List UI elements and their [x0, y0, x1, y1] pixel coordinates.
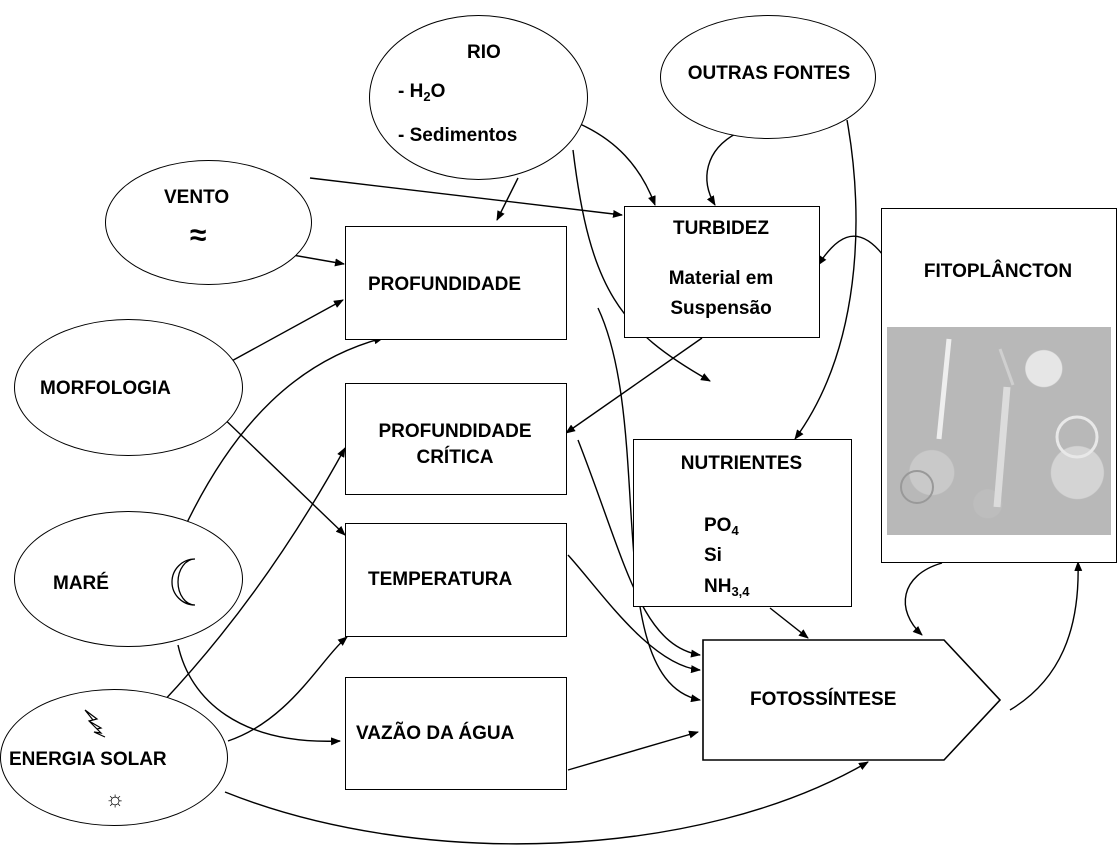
arrow-vento-profundidade: [286, 253, 345, 267]
vazao-title: VAZÃO DA ÁGUA: [356, 723, 515, 744]
wave-icon: ≈: [190, 219, 207, 252]
arrow-fito-fotossintese: [904, 562, 943, 636]
morfologia-node: MORFOLOGIA: [14, 319, 243, 456]
arrow-rio-turbidez: [579, 123, 656, 206]
arrow-morfologia-temperatura: [214, 409, 346, 536]
rio-sedimentos: - Sedimentos: [398, 125, 518, 146]
morfologia-title: MORFOLOGIA: [40, 378, 171, 399]
vento-node: VENTO ≈: [105, 160, 312, 285]
turbidez-title: TURBIDEZ: [672, 218, 770, 239]
arrow-energia-fotossintese: [224, 761, 869, 845]
sun-icon: ☼: [105, 786, 126, 811]
arrow-energia-critica: [161, 447, 346, 704]
turbidez-line1: Material em: [668, 268, 774, 289]
arrow-turbidez-critica: [565, 337, 703, 434]
mare-node: MARÉ: [14, 511, 243, 647]
arrow-vento-turbidez: [309, 177, 623, 218]
arrow-mare-profundidade: [181, 336, 384, 534]
arrow-outras-turbidez: [706, 132, 738, 206]
fotossintese-shape: [702, 639, 1002, 761]
arrow-vazao-fotossintese: [567, 730, 699, 771]
turbidez-box: TURBIDEZ Material em Suspensão: [624, 206, 820, 338]
arrow-outras-nutrientes: [794, 119, 857, 440]
arrow-morfologia-profundidade: [227, 299, 344, 364]
arrow-temperatura-fotossintese: [567, 554, 701, 674]
energia-solar-node: ENERGIA SOLAR ☼: [0, 689, 228, 826]
phytoplankton-photo: [887, 327, 1111, 535]
profundidade-critica-box: PROFUNDIDADE CRÍTICA: [345, 383, 567, 495]
profundidade-box: PROFUNDIDADE: [345, 226, 567, 340]
arrow-rio-profundidade: [496, 177, 519, 221]
energia-solar-title: ENERGIA SOLAR: [9, 749, 167, 770]
rio-node: RIO - H2O - Sedimentos: [369, 15, 588, 180]
outras-fontes-node: OUTRAS FONTES: [660, 15, 876, 139]
fitoplancton-title: FITOPLÂNCTON: [923, 261, 1073, 282]
temperatura-box: TEMPERATURA: [345, 523, 567, 637]
moon-icon: [171, 558, 196, 606]
mare-title: MARÉ: [53, 573, 109, 594]
arrow-fotossintese-fito: [1009, 561, 1083, 711]
profundidade-critica-line2: CRÍTICA: [416, 447, 494, 468]
nutrient-nh34: NH3,4: [704, 576, 750, 599]
nutrientes-title: NUTRIENTES: [680, 453, 803, 474]
arrow-nutrientes-fotossintese: [769, 607, 809, 639]
nutrient-po4: PO4: [704, 515, 739, 538]
arrow-profundidade-fotossintese: [597, 307, 701, 703]
profundidade-title: PROFUNDIDADE: [368, 274, 522, 295]
arrow-mare-vazao: [177, 644, 341, 746]
vazao-box: VAZÃO DA ÁGUA: [345, 677, 567, 790]
temperatura-title: TEMPERATURA: [368, 569, 513, 590]
turbidez-line2: Suspensão: [670, 298, 772, 319]
rio-h2o: - H2O: [398, 81, 446, 104]
vento-title: VENTO: [164, 187, 230, 208]
nutrient-si: Si: [704, 545, 722, 566]
arrow-energia-temperatura: [227, 636, 348, 742]
nutrientes-box: NUTRIENTES PO4 Si NH3,4: [633, 439, 852, 607]
fotossintese-title: FOTOSSÍNTESE: [750, 689, 897, 710]
arrow-fito-turbidez: [817, 235, 884, 266]
lightning-icon: [84, 709, 106, 738]
outras-fontes-title: OUTRAS FONTES: [687, 63, 851, 84]
profundidade-critica-line1: PROFUNDIDADE: [378, 421, 532, 442]
arrow-rio-nutrientes: [572, 149, 711, 382]
rio-title: RIO: [467, 42, 501, 63]
